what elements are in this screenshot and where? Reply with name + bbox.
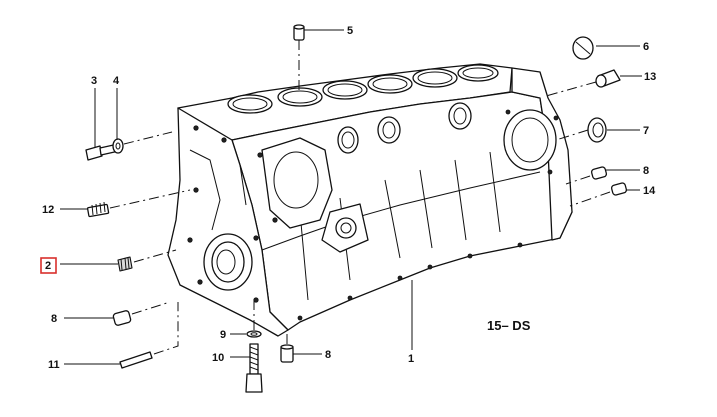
part-washer-9 xyxy=(246,330,262,338)
part-dowel-sleeve-5 xyxy=(293,24,305,92)
callout-8-bottom[interactable]: 8 xyxy=(325,349,331,361)
callout-leaders xyxy=(60,29,642,365)
part-dowel-sleeve-8-left xyxy=(112,301,171,326)
part-washer-4 xyxy=(112,138,124,154)
callout-2[interactable]: 2 xyxy=(45,260,51,272)
callout-14[interactable]: 14 xyxy=(643,185,656,197)
part-sleeve-14 xyxy=(569,182,628,207)
part-pin-11 xyxy=(119,302,179,369)
callout-13[interactable]: 13 xyxy=(644,71,656,83)
diagram-code-label: 15– DS xyxy=(487,318,531,333)
callout-10[interactable]: 10 xyxy=(212,352,224,364)
callout-12[interactable]: 12 xyxy=(42,204,54,216)
part-stud-12 xyxy=(86,189,191,218)
callout-3[interactable]: 3 xyxy=(91,75,97,87)
part-cap-6 xyxy=(572,36,594,60)
engine-block xyxy=(167,63,573,337)
part-plug-2 xyxy=(117,249,177,272)
callout-9[interactable]: 9 xyxy=(220,329,226,341)
callout-11[interactable]: 11 xyxy=(48,359,60,371)
callout-5[interactable]: 5 xyxy=(347,25,353,37)
part-bolt-10 xyxy=(245,300,263,393)
part-plug-13 xyxy=(545,69,621,97)
callout-4[interactable]: 4 xyxy=(113,75,120,87)
callout-8-right[interactable]: 8 xyxy=(643,165,649,177)
part-seal-ring-7 xyxy=(555,117,607,143)
callout-1[interactable]: 1 xyxy=(408,353,414,365)
callout-8-left[interactable]: 8 xyxy=(51,313,57,325)
part-dowel-sleeve-8-right xyxy=(565,166,608,185)
callout-2-highlight-box xyxy=(40,257,57,274)
assembly-line-3-4 xyxy=(123,131,173,145)
callout-7[interactable]: 7 xyxy=(643,125,649,137)
callout-6[interactable]: 6 xyxy=(643,41,649,53)
part-dowel-sleeve-8-bottom xyxy=(280,330,294,363)
